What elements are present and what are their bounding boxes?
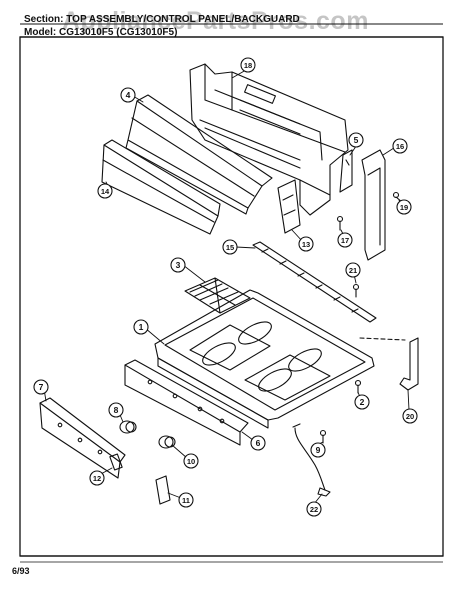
callout-15: 15 bbox=[222, 239, 238, 255]
callout-label: 15 bbox=[226, 243, 234, 252]
callout-circle bbox=[133, 319, 149, 335]
callout-circle bbox=[170, 257, 186, 273]
callout-1: 1 bbox=[133, 319, 149, 335]
callout-22: 22 bbox=[306, 501, 322, 517]
callout-label: 22 bbox=[310, 505, 318, 514]
callout-8: 8 bbox=[108, 402, 124, 418]
callout-18: 18 bbox=[240, 57, 256, 73]
part-vent-strip-15 bbox=[252, 241, 377, 323]
callout-label: 2 bbox=[360, 397, 365, 407]
callout-17: 17 bbox=[337, 232, 353, 248]
part-clip-11 bbox=[155, 475, 171, 505]
callout-4: 4 bbox=[120, 87, 136, 103]
callout-label: 4 bbox=[126, 90, 131, 100]
part-screw-17 bbox=[336, 215, 344, 231]
callout-label: 11 bbox=[182, 496, 190, 505]
section-value: TOP ASSEMBLY/CONTROL PANEL/BACKGUARD bbox=[66, 14, 300, 25]
callout-label: 20 bbox=[406, 412, 414, 421]
part-knob-8 bbox=[119, 420, 137, 434]
callout-14: 14 bbox=[97, 183, 113, 199]
callout-circle bbox=[183, 453, 199, 469]
leader-dashed bbox=[359, 337, 406, 341]
callout-circle bbox=[396, 199, 412, 215]
part-backguard-18 bbox=[189, 63, 349, 216]
part-bracket-13 bbox=[277, 179, 301, 234]
section-label: Section: bbox=[24, 14, 64, 25]
callout-label: 1 bbox=[139, 322, 144, 332]
callout-16: 16 bbox=[392, 138, 408, 154]
part-manifold-7 bbox=[39, 397, 126, 479]
part-valve-12 bbox=[109, 453, 123, 471]
callout-10: 10 bbox=[183, 453, 199, 469]
diagram-frame bbox=[19, 36, 444, 557]
callout-circle bbox=[108, 402, 124, 418]
callout-label: 16 bbox=[396, 142, 404, 151]
callout-2: 2 bbox=[354, 394, 370, 410]
callout-6: 6 bbox=[250, 435, 266, 451]
callout-label: 5 bbox=[354, 135, 359, 145]
callout-11: 11 bbox=[178, 492, 194, 508]
part-control-panel-4 bbox=[125, 94, 273, 215]
part-cooktop-1 bbox=[154, 289, 375, 429]
callout-12: 12 bbox=[89, 470, 105, 486]
callout-circle bbox=[298, 236, 314, 252]
callout-label: 7 bbox=[39, 382, 44, 392]
callout-circle bbox=[348, 132, 364, 148]
callout-circle bbox=[392, 138, 408, 154]
callout-label: 10 bbox=[187, 457, 195, 466]
callout-label: 6 bbox=[256, 438, 261, 448]
part-front-panel-14 bbox=[101, 139, 221, 235]
callout-circle bbox=[337, 232, 353, 248]
callout-label: 18 bbox=[244, 61, 252, 70]
callout-circle bbox=[354, 394, 370, 410]
callout-20: 20 bbox=[402, 408, 418, 424]
callout-label: 14 bbox=[101, 187, 110, 196]
watermark: AppliancePartsPros.com bbox=[62, 7, 369, 35]
model-value: CG13010F5 (CG13010F5) bbox=[59, 27, 178, 38]
callout-circle bbox=[310, 442, 326, 458]
callout-circle bbox=[97, 183, 113, 199]
callout-circle bbox=[345, 262, 361, 278]
callout-label: 8 bbox=[114, 405, 119, 415]
model-header: Model: CG13010F5 (CG13010F5) bbox=[24, 27, 177, 38]
callout-9: 9 bbox=[310, 442, 326, 458]
callout-label: 3 bbox=[176, 260, 181, 270]
callout-5: 5 bbox=[348, 132, 364, 148]
callout-19: 19 bbox=[396, 199, 412, 215]
part-bracket-5 bbox=[339, 149, 353, 193]
callout-circle bbox=[89, 470, 105, 486]
callout-label: 21 bbox=[349, 266, 357, 275]
part-screw-9 bbox=[319, 429, 327, 444]
part-knob-10 bbox=[158, 435, 176, 449]
callout-circle bbox=[33, 379, 49, 395]
part-screw-21 bbox=[352, 283, 360, 298]
section-header: Section: TOP ASSEMBLY/CONTROL PANEL/BACK… bbox=[24, 14, 300, 25]
callout-label: 19 bbox=[400, 203, 408, 212]
callout-label: 13 bbox=[302, 240, 310, 249]
callout-circle bbox=[250, 435, 266, 451]
model-label: Model: bbox=[24, 27, 57, 38]
part-screw-2 bbox=[354, 379, 362, 394]
callout-circle bbox=[178, 492, 194, 508]
part-side-trim-16 bbox=[361, 149, 386, 261]
callout-circle bbox=[306, 501, 322, 517]
callout-circle bbox=[120, 87, 136, 103]
callout-7: 7 bbox=[33, 379, 49, 395]
callout-label: 17 bbox=[341, 236, 349, 245]
footer-date: 6/93 bbox=[12, 566, 30, 576]
callout-label: 9 bbox=[316, 445, 321, 455]
callout-circle bbox=[222, 239, 238, 255]
part-igniter-22 bbox=[292, 423, 331, 497]
part-side-bracket-20 bbox=[399, 337, 419, 391]
callout-circle bbox=[402, 408, 418, 424]
callout-3: 3 bbox=[170, 257, 186, 273]
callout-13: 13 bbox=[298, 236, 314, 252]
part-control-panel-front-6 bbox=[124, 359, 249, 446]
callout-label: 12 bbox=[93, 474, 101, 483]
callout-21: 21 bbox=[345, 262, 361, 278]
callout-circle bbox=[240, 57, 256, 73]
